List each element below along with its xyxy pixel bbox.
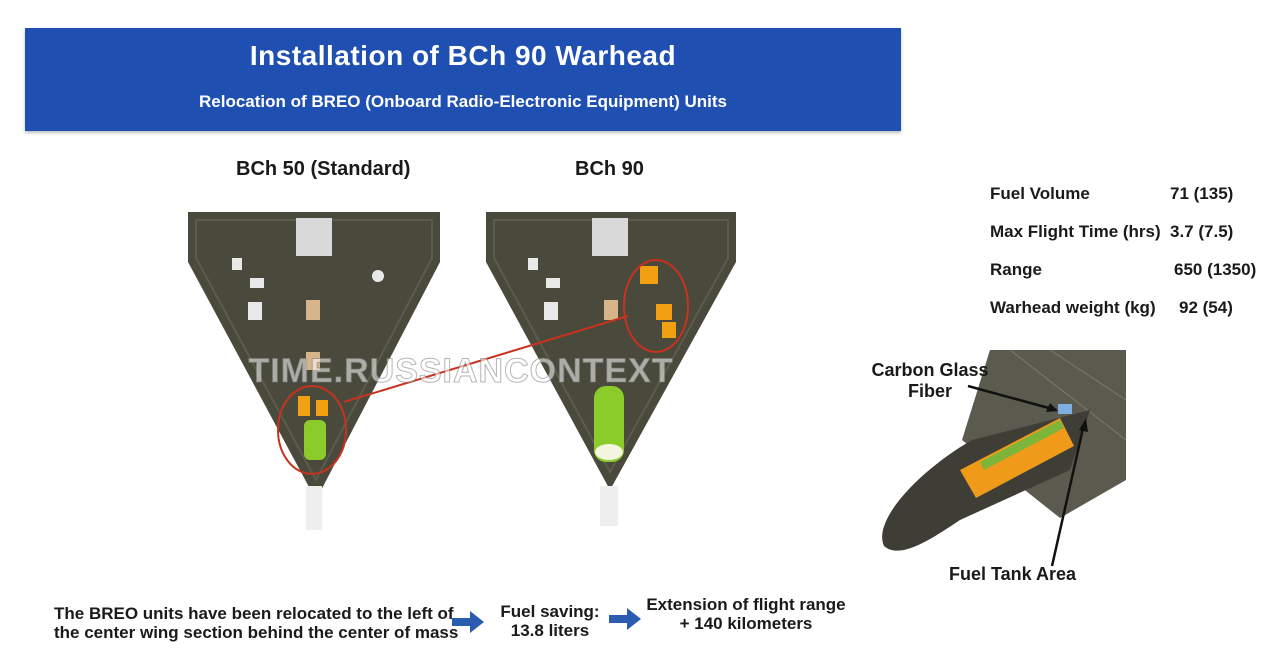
flow-arrow-1 [452,611,484,633]
arrow-shaft-1 [452,618,472,626]
watermark: TIME.RUSSIANCONTEXT [248,352,674,391]
drone-standard [188,212,440,530]
cutaway-fitting [1058,404,1072,414]
title-banner: Installation of BCh 90 Warhead Relocatio… [25,28,901,131]
variant-label-bch90: BCh 90 [575,158,644,180]
component-standard-f [306,352,320,370]
caption-relocation: The BREO units have been relocated to th… [54,604,458,642]
component-standard-a [232,258,242,270]
breo-unit-bch90-c [662,322,676,338]
tail-standard [306,486,322,530]
component-standard-b [250,278,264,288]
component-standard-d [372,270,384,282]
component-standard-c [248,302,262,320]
label-fuel-tank: Fuel Tank Area [949,564,1077,584]
variant-label-standard: BCh 50 (Standard) [236,158,411,180]
airframe-panel-standard [195,219,433,483]
component-standard-e [306,300,320,320]
caption-fuel-saving-line1: Fuel saving: [500,602,600,621]
component-bch90-b [546,278,560,288]
arrow-head-2 [627,608,641,630]
breo-unit-bch90-b [656,304,672,320]
stats-table: Fuel Volume 71 (135) Max Flight Time (hr… [990,184,1260,336]
component-bch90-a [528,258,538,270]
breo-unit-standard-a [298,396,310,416]
stat-row: Max Flight Time (hrs) 3.7 (7.5) [990,222,1260,260]
warhead-standard [304,420,326,460]
stat-value: 92 (54) [1179,298,1233,317]
caption-fuel-saving: Fuel saving: 13.8 liters [496,602,604,640]
arrow-head-1 [470,611,484,633]
caption-range-line2: + 140 kilometers [679,614,813,633]
pointer-fuel-tank-head [1079,418,1088,432]
breo-highlight-bch90 [623,259,689,353]
engine-standard [296,218,332,256]
stat-row: Range 650 (1350) [990,260,1260,298]
airframe-panel-bch90 [493,219,729,475]
cutaway-fuel-tank [960,418,1074,498]
caption-range-extension: Extension of flight range + 140 kilomete… [646,595,846,633]
arrow-shaft-2 [609,615,629,623]
tail-bch90 [600,486,618,526]
pointer-fuel-tank [1050,423,1086,567]
stat-label: Fuel Volume [990,184,1090,203]
caption-relocation-line2: the center wing section behind the cente… [54,623,459,642]
page-subtitle: Relocation of BREO (Onboard Radio-Electr… [199,92,727,111]
breo-highlight-standard [277,385,347,475]
component-bch90-d [604,300,618,320]
caption-relocation-line1: The BREO units have been relocated to th… [54,604,454,623]
breo-unit-bch90-a [640,266,658,284]
stat-label: Max Flight Time (hrs) [990,222,1161,241]
stat-row: Fuel Volume 71 (135) [990,184,1260,222]
page-title: Installation of BCh 90 Warhead [249,40,677,71]
label-carbon-fiber: Carbon Glass Fiber [871,360,989,401]
component-bch90-c [544,302,558,320]
stat-value: 71 (135) [1170,184,1234,203]
caption-range-line1: Extension of flight range [646,595,846,614]
stat-label: Warhead weight (kg) [990,298,1156,317]
pointer-carbon-fiber [967,384,1057,412]
cutaway-fiber-layer [980,420,1064,470]
stat-row: Warhead weight (kg) 92 (54) [990,298,1260,336]
stat-value: 3.7 (7.5) [1170,222,1234,241]
warhead-bch90 [594,386,624,462]
warhead-nose-bch90 [595,444,623,460]
caption-fuel-saving-line2: 13.8 liters [510,621,590,640]
stat-value: 650 (1350) [1174,260,1257,279]
relocation-connector [343,315,629,403]
engine-bch90 [592,218,628,256]
drone-bch90 [486,212,736,526]
breo-unit-standard-b [316,400,328,416]
cutaway-rib-a [1009,349,1127,441]
flow-arrow-2 [609,608,641,630]
stat-label: Range [990,260,1042,279]
pointer-carbon-fiber-head [1046,403,1058,412]
cutaway-illustration [882,349,1127,567]
cutaway-rib-b [1049,349,1127,401]
